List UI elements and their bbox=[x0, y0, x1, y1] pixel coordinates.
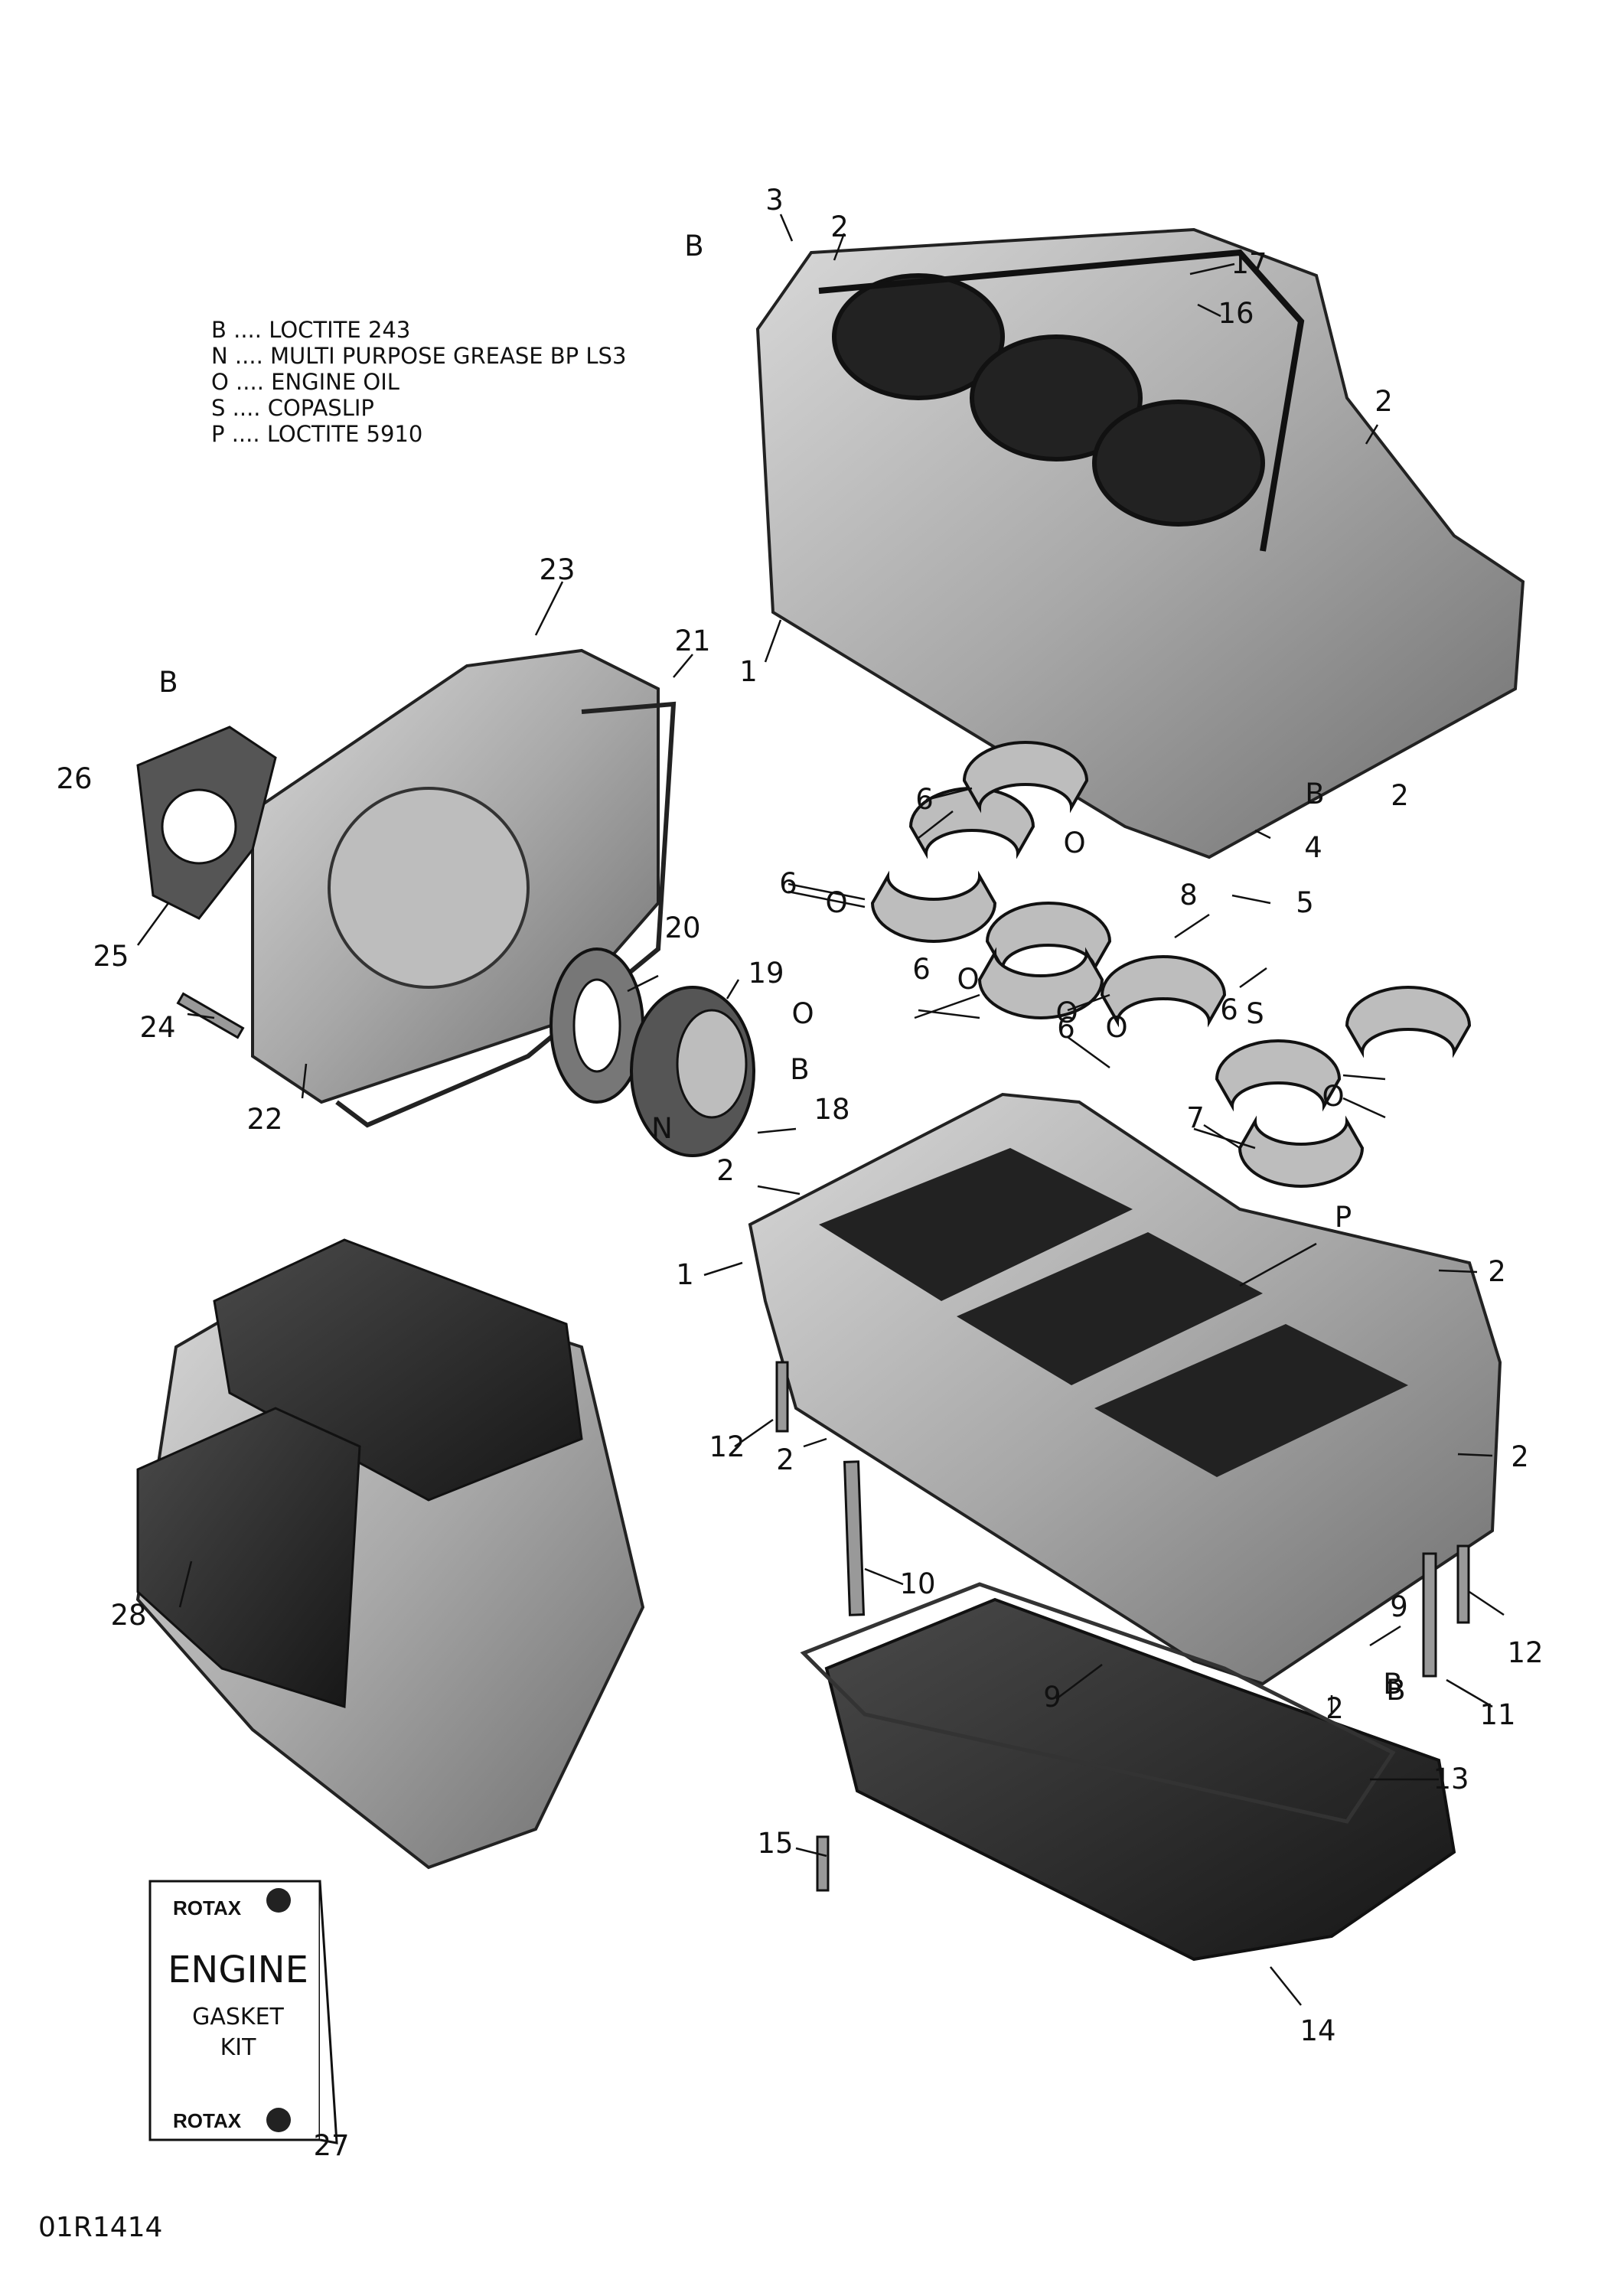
legend-row-p: P .... LOCTITE 5910 bbox=[211, 421, 423, 447]
callout-label: 2 bbox=[830, 210, 849, 243]
kit-line2: KIT bbox=[220, 2034, 256, 2061]
callout-label: 25 bbox=[93, 940, 129, 973]
callout-label: 12 bbox=[1507, 1636, 1544, 1669]
callout-label: 13 bbox=[1433, 1763, 1469, 1795]
callout-label: 11 bbox=[1479, 1698, 1516, 1731]
oil-pan-and-gasket bbox=[800, 1582, 1456, 1962]
gasket-kit-label: ROTAX ENGINE GASKET KIT ROTAX bbox=[150, 1881, 320, 2140]
callout-label: O bbox=[957, 963, 980, 996]
callout-label: 17 bbox=[1231, 247, 1267, 280]
legend-row-b: B .... LOCTITE 243 bbox=[211, 317, 411, 343]
callout-label: 16 bbox=[1218, 297, 1254, 330]
reference-number: 01R1414 bbox=[38, 2212, 163, 2243]
callout-label: O bbox=[825, 886, 848, 919]
callout-label: 2 bbox=[1326, 1692, 1344, 1725]
callout-label: 21 bbox=[674, 625, 711, 657]
callout-label: 6 bbox=[1057, 1012, 1075, 1045]
callout-label: 9 bbox=[1390, 1590, 1408, 1623]
callout-label: 2 bbox=[776, 1443, 794, 1476]
callout-label: O bbox=[1063, 827, 1086, 859]
callout-label: 23 bbox=[539, 553, 576, 586]
callout-label: 1 bbox=[739, 655, 758, 688]
kit-title: ENGINE bbox=[168, 1949, 308, 1991]
sealant-legend: B .... LOCTITE 243 N .... MULTI PURPOSE … bbox=[211, 317, 626, 447]
callout-label: 6 bbox=[1220, 993, 1238, 1026]
callout-label: 28 bbox=[110, 1599, 147, 1632]
kit-brand-bottom: ROTAX bbox=[173, 2109, 242, 2132]
callout-label: S bbox=[1246, 997, 1264, 1030]
callout-label: 12 bbox=[709, 1430, 745, 1463]
callout-label: 6 bbox=[779, 867, 797, 900]
callout-label: 2 bbox=[1511, 1440, 1529, 1473]
callout-label: 15 bbox=[757, 1827, 794, 1860]
callout-label: 26 bbox=[56, 762, 93, 795]
gasket-kit-card bbox=[148, 1880, 338, 2144]
upper-crankcase bbox=[755, 227, 1525, 859]
callout-label: B bbox=[158, 666, 178, 699]
bearing-shells bbox=[870, 741, 1472, 1188]
callout-label: O bbox=[1322, 1080, 1345, 1113]
callout-label: 2 bbox=[716, 1154, 735, 1187]
callout-label: 5 bbox=[1296, 886, 1314, 919]
callout-label: O bbox=[791, 997, 814, 1030]
callout-label: 2 bbox=[1488, 1255, 1506, 1288]
callout-label: B bbox=[790, 1053, 810, 1086]
callout-label: 4 bbox=[1304, 831, 1322, 864]
callout-label: B bbox=[1383, 1668, 1403, 1701]
legend-row-n: N .... MULTI PURPOSE GREASE BP LS3 bbox=[211, 343, 627, 369]
cover-plate bbox=[136, 726, 277, 920]
callout-label: 3 bbox=[765, 184, 784, 217]
callout-label: 2 bbox=[1375, 385, 1393, 418]
legend-row-o: O .... ENGINE OIL bbox=[211, 369, 399, 395]
seal-and-bearing bbox=[549, 947, 755, 1157]
callout-label: 14 bbox=[1300, 2014, 1336, 2047]
callout-label: 19 bbox=[748, 957, 784, 990]
callout-label: 2 bbox=[1391, 779, 1409, 812]
callout-label: 27 bbox=[313, 2129, 350, 2162]
callout-label: P bbox=[1334, 1201, 1352, 1234]
callout-label: 8 bbox=[1179, 879, 1198, 912]
callout-label: 9 bbox=[1043, 1681, 1061, 1714]
lower-crankcase bbox=[748, 1092, 1502, 1686]
callout-label: 6 bbox=[915, 783, 934, 816]
callout-label: 10 bbox=[899, 1567, 936, 1600]
callout-label: B bbox=[1305, 778, 1325, 810]
kit-line1: GASKET bbox=[192, 2004, 284, 2030]
bolts bbox=[176, 992, 1470, 1892]
kit-brand-top: ROTAX bbox=[173, 1896, 242, 1919]
callout-label: 1 bbox=[676, 1258, 694, 1291]
callout-label: 6 bbox=[912, 953, 931, 986]
callout-label: 24 bbox=[139, 1011, 176, 1044]
legend-row-s: S .... COPASLIP bbox=[211, 395, 374, 421]
callout-label: O bbox=[1105, 1011, 1128, 1044]
callout-label: N bbox=[651, 1112, 673, 1145]
assembled-engine bbox=[135, 1238, 645, 1870]
callout-label: 18 bbox=[814, 1093, 850, 1126]
callout-label: B bbox=[684, 230, 704, 263]
callout-label: O bbox=[1055, 996, 1078, 1029]
callout-label: 20 bbox=[664, 912, 701, 944]
callout-label: 7 bbox=[1186, 1101, 1205, 1134]
callout-label: B bbox=[1386, 1674, 1406, 1707]
leader-lines bbox=[136, 214, 1505, 2132]
callout-label: 22 bbox=[246, 1103, 283, 1136]
